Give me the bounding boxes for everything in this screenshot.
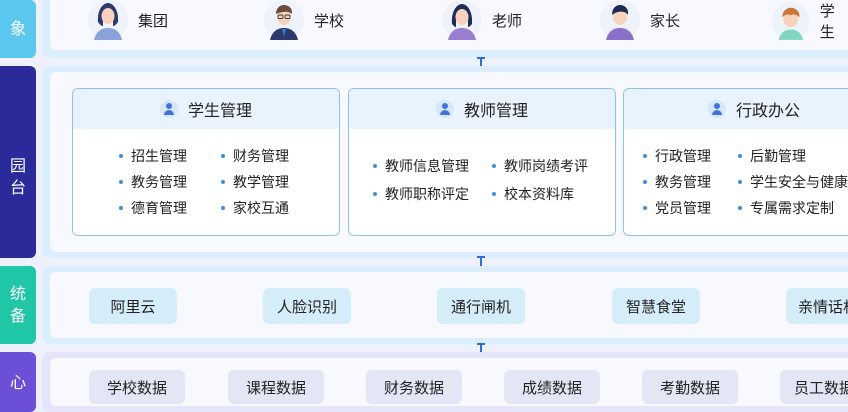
user-teacher: 老师 bbox=[442, 0, 522, 40]
user-label-student: 学生 bbox=[819, 2, 835, 41]
module-card-header: 行政办公 bbox=[624, 89, 848, 129]
module-item: 专属需求定制 bbox=[738, 198, 834, 218]
module-item: 财务管理 bbox=[221, 146, 289, 166]
sidebar-label: 象 bbox=[9, 19, 26, 38]
module-item: 教务管理 bbox=[643, 172, 711, 192]
module-item: 学生安全与健康 bbox=[738, 172, 848, 192]
user-icon bbox=[435, 100, 454, 118]
boy-student-avatar-icon bbox=[772, 2, 810, 40]
sidebar-segment-devices: 统 备 bbox=[0, 266, 36, 344]
sidebar-segment-data: 心 bbox=[0, 352, 36, 412]
user-icon bbox=[159, 100, 178, 118]
user-icon bbox=[708, 100, 726, 118]
module-card-header: 教师管理 bbox=[349, 89, 615, 129]
data-pill: 员工数据 bbox=[780, 370, 848, 404]
user-school: 学校 bbox=[264, 0, 344, 40]
module-card-admin: 行政办公 bbox=[623, 88, 848, 236]
module-item: 教师信息管理 bbox=[373, 156, 469, 176]
man-parent-avatar-icon bbox=[600, 0, 640, 40]
device-pill: 人脸识别 bbox=[263, 288, 351, 324]
device-pill: 亲情话机 bbox=[786, 288, 848, 324]
module-item: 教师岗绩考评 bbox=[492, 156, 588, 176]
sidebar-label: 台 bbox=[9, 178, 26, 197]
module-item: 后勤管理 bbox=[738, 146, 806, 166]
device-pill: 通行闸机 bbox=[437, 288, 525, 324]
woman-teacher-avatar-icon bbox=[442, 0, 482, 40]
data-pill: 课程数据 bbox=[228, 370, 324, 404]
module-item: 教务管理 bbox=[119, 172, 187, 192]
user-label-school: 学校 bbox=[314, 11, 345, 30]
module-card-teacher: 教师管理 bbox=[348, 88, 616, 236]
module-card-header: 学生管理 bbox=[73, 89, 339, 129]
sidebar-label: 统 bbox=[9, 284, 26, 303]
module-card-student: 学生管理 bbox=[72, 88, 340, 236]
user-parent: 家长 bbox=[600, 0, 680, 40]
device-pill: 智慧食堂 bbox=[612, 288, 700, 324]
user-label-teacher: 老师 bbox=[492, 11, 523, 30]
user-group: 集团 bbox=[88, 0, 168, 40]
module-item: 行政管理 bbox=[643, 146, 711, 166]
data-pill: 财务数据 bbox=[366, 370, 462, 404]
sidebar-segment-users: 象 bbox=[0, 0, 36, 58]
module-item: 德育管理 bbox=[119, 198, 187, 218]
module-item: 教师职称评定 bbox=[373, 184, 469, 204]
sidebar-label: 备 bbox=[9, 306, 26, 325]
user-label-group: 集团 bbox=[138, 11, 169, 30]
module-item: 党员管理 bbox=[643, 198, 711, 218]
device-pill: 阿里云 bbox=[89, 288, 177, 324]
woman-avatar-icon bbox=[88, 0, 128, 40]
sidebar-label: 心 bbox=[9, 373, 26, 392]
data-pill: 学校数据 bbox=[89, 370, 185, 404]
sidebar-label: 园 bbox=[9, 156, 26, 175]
data-pill: 成绩数据 bbox=[504, 370, 600, 404]
module-item: 家校互通 bbox=[221, 198, 289, 218]
user-student: 学生 bbox=[772, 0, 848, 42]
module-title: 学生管理 bbox=[187, 101, 252, 120]
module-item: 招生管理 bbox=[119, 146, 187, 166]
module-item: 教学管理 bbox=[221, 172, 289, 192]
sidebar-segment-platform: 园 台 bbox=[0, 66, 36, 258]
module-title: 行政办公 bbox=[736, 101, 801, 120]
data-pill: 考勤数据 bbox=[642, 370, 738, 404]
module-title: 教师管理 bbox=[463, 101, 528, 120]
user-label-parent: 家长 bbox=[650, 11, 681, 30]
module-item: 校本资料库 bbox=[492, 184, 574, 204]
man-glasses-avatar-icon bbox=[264, 0, 304, 40]
